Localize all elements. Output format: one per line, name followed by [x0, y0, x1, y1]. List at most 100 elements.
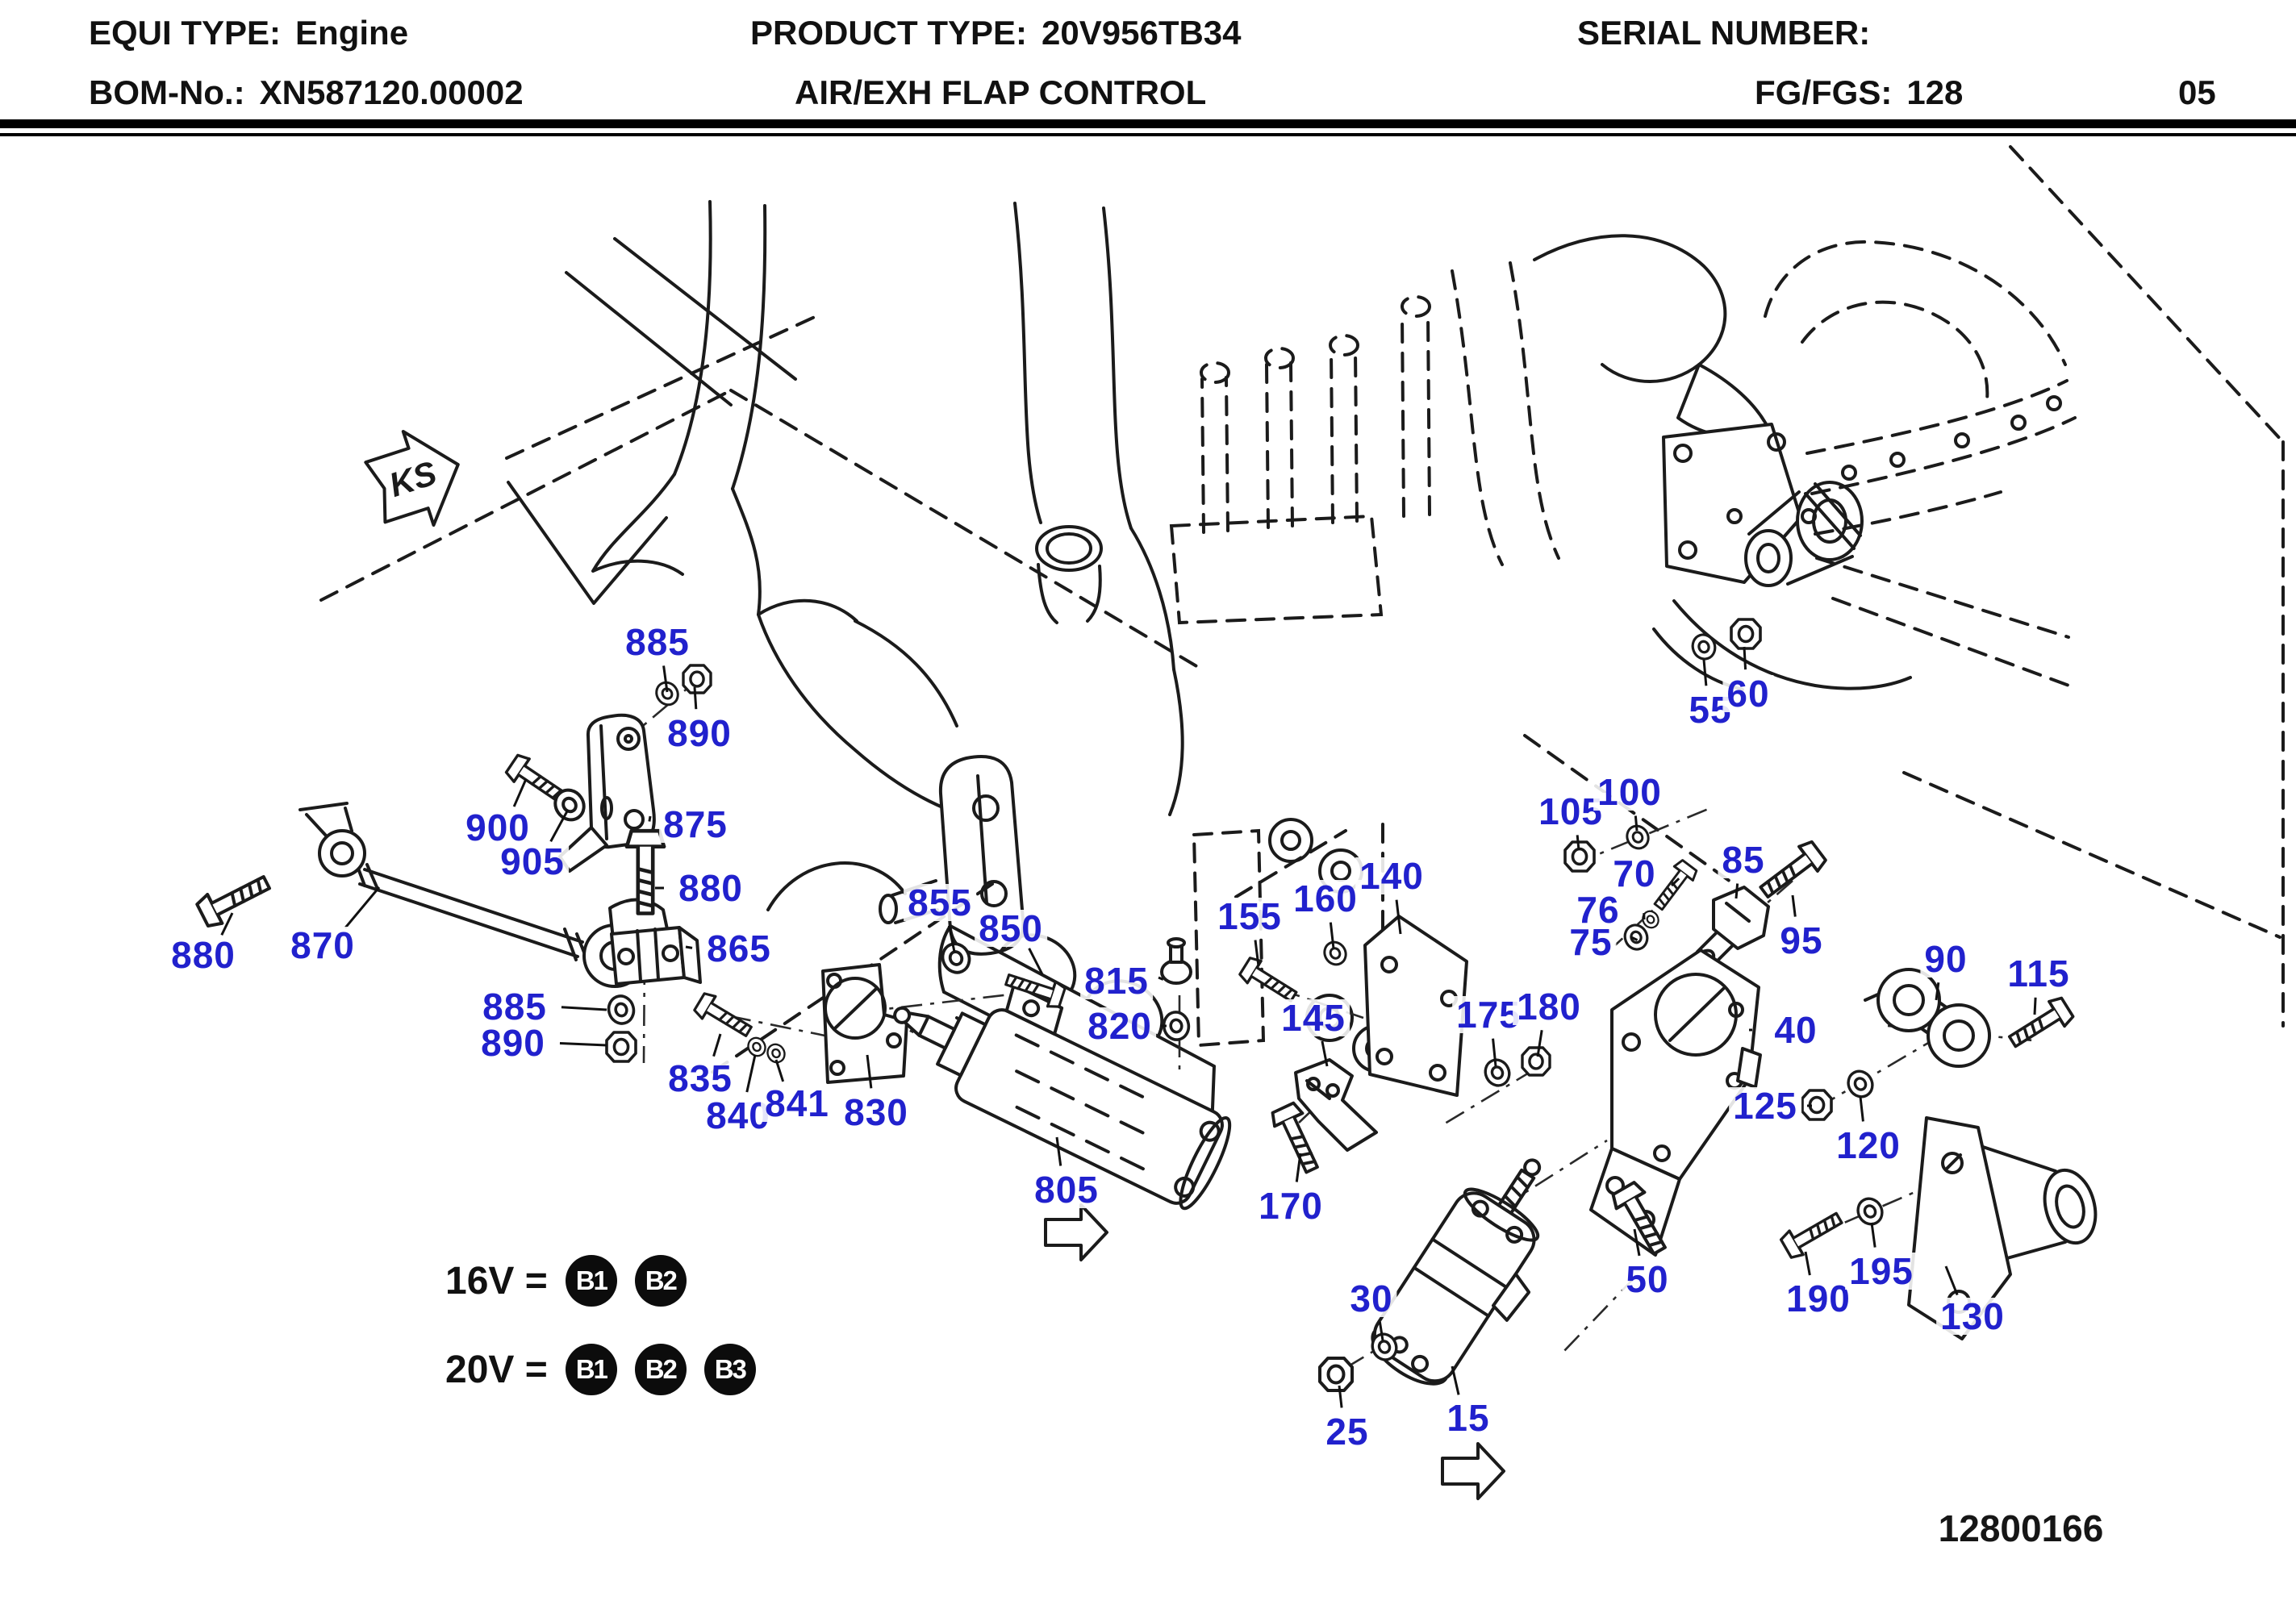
part-label-835: 835 — [664, 1060, 737, 1097]
part-25-nut — [1318, 1357, 1354, 1392]
part-label-50: 50 — [1622, 1261, 1673, 1298]
part-label-805: 805 — [1030, 1171, 1103, 1208]
leader-line-890 — [559, 1042, 607, 1047]
legend-badge-B2: B2 — [634, 1344, 687, 1395]
direction-arrow-805-icon — [1044, 1203, 1108, 1261]
part-label-870: 870 — [286, 927, 359, 964]
part-label-900: 900 — [461, 809, 534, 846]
part-label-890: 890 — [477, 1024, 549, 1061]
part-120-washer — [1842, 1065, 1879, 1103]
part-label-885: 885 — [621, 623, 694, 661]
bom-value: XN587120.00002 — [259, 73, 524, 111]
leader-line-850 — [1028, 948, 1044, 975]
leader-line-60 — [1743, 646, 1747, 670]
part-label-190: 190 — [1782, 1280, 1855, 1317]
part-label-865: 865 — [703, 930, 775, 967]
part-label-890: 890 — [663, 715, 736, 752]
part-805-cylinder — [893, 982, 1232, 1211]
leader-line-15 — [1451, 1365, 1460, 1395]
part-label-875: 875 — [659, 806, 732, 843]
leader-line-180 — [1536, 1030, 1543, 1057]
part-label-40: 40 — [1770, 1011, 1822, 1048]
header-rule-thin — [0, 133, 2296, 136]
part-15-actuator — [1371, 1158, 1542, 1386]
part-55-washer — [1688, 630, 1720, 664]
part-label-15: 15 — [1442, 1399, 1494, 1436]
leader-line-840 — [745, 1054, 757, 1093]
part-90-bushing — [1864, 968, 1991, 1068]
part-label-25: 25 — [1321, 1413, 1373, 1450]
part-label-120: 120 — [1832, 1127, 1905, 1164]
part-830-bracket-plate — [821, 963, 908, 1084]
equi-type-value: Engine — [295, 14, 409, 52]
leader-line-835 — [712, 1033, 722, 1057]
part-815-fitting — [1160, 937, 1192, 985]
fg-value: 128 — [1906, 73, 1964, 111]
leader-line-75 — [1630, 936, 1639, 941]
leader-line-175 — [1492, 1038, 1497, 1067]
leader-line-85 — [1735, 883, 1739, 899]
bom-label: BOM-No.: — [89, 73, 245, 111]
equi-type: EQUI TYPE: Engine — [89, 16, 408, 50]
leader-line-830 — [866, 1054, 873, 1089]
leader-lines — [220, 646, 2037, 1408]
part-label-90: 90 — [1920, 940, 1972, 978]
parts — [193, 618, 2098, 1392]
leader-line-145 — [1321, 1040, 1329, 1067]
leader-line-805 — [1055, 1136, 1062, 1166]
leader-line-30 — [1378, 1321, 1384, 1341]
part-label-885: 885 — [478, 988, 551, 1025]
part-label-175: 175 — [1452, 996, 1525, 1033]
part-label-160: 160 — [1289, 880, 1362, 917]
sheet-number: 05 — [2178, 73, 2216, 111]
serial-number: SERIAL NUMBER: — [1577, 16, 1885, 50]
leader-line-170 — [1295, 1153, 1302, 1182]
fg-label: FG/FGS: — [1755, 73, 1893, 111]
leader-line-90 — [1935, 982, 1940, 1001]
leader-line-190 — [1804, 1251, 1811, 1276]
part-label-105: 105 — [1534, 793, 1607, 830]
part-label-880: 880 — [674, 869, 747, 907]
part-60-nut — [1730, 618, 1762, 650]
leader-line-875 — [648, 815, 652, 822]
leader-line-25 — [1338, 1385, 1343, 1408]
equi-type-label: EQUI TYPE: — [89, 14, 282, 52]
part-885-washer — [603, 991, 639, 1028]
leader-line-130 — [1944, 1265, 1959, 1296]
bom-no: BOM-No.: XN587120.00002 — [89, 76, 524, 110]
part-label-140: 140 — [1355, 857, 1428, 894]
part-label-170: 170 — [1254, 1187, 1327, 1224]
part-label-880: 880 — [167, 936, 240, 973]
legend-row-label: 20V = — [445, 1348, 548, 1391]
part-label-195: 195 — [1845, 1253, 1918, 1290]
leader-line-870 — [344, 886, 381, 929]
part-865-clamp — [608, 898, 702, 986]
leader-line-70 — [1670, 878, 1680, 887]
serial-label: SERIAL NUMBER: — [1577, 14, 1871, 52]
part-115-bolt — [2003, 993, 2077, 1056]
product-type: PRODUCT TYPE:20V956TB34 — [750, 16, 1242, 50]
ks-view-arrow-icon: KS — [364, 429, 460, 527]
part-label-850: 850 — [975, 910, 1047, 947]
leader-line-900 — [512, 778, 528, 807]
product-type-label: PRODUCT TYPE: — [750, 14, 1028, 52]
part-label-115: 115 — [2003, 955, 2074, 992]
leader-line-120 — [1859, 1096, 1864, 1122]
part-140-plate — [1363, 915, 1468, 1097]
part-label-830: 830 — [840, 1094, 912, 1131]
leader-line-50 — [1633, 1228, 1641, 1257]
part-label-820: 820 — [1083, 1007, 1156, 1044]
part-190-bolt — [1777, 1204, 1847, 1262]
part-160-washer — [1319, 936, 1351, 970]
legend-badge-B2: B2 — [634, 1255, 687, 1307]
part-label-125: 125 — [1729, 1087, 1801, 1124]
part-label-155: 155 — [1213, 898, 1286, 935]
part-40-mount-plate — [1589, 948, 1762, 1257]
leader-line-905 — [549, 809, 570, 842]
part-label-145: 145 — [1277, 999, 1350, 1036]
leader-line-155 — [1254, 940, 1260, 967]
part-label-85: 85 — [1718, 841, 1769, 878]
